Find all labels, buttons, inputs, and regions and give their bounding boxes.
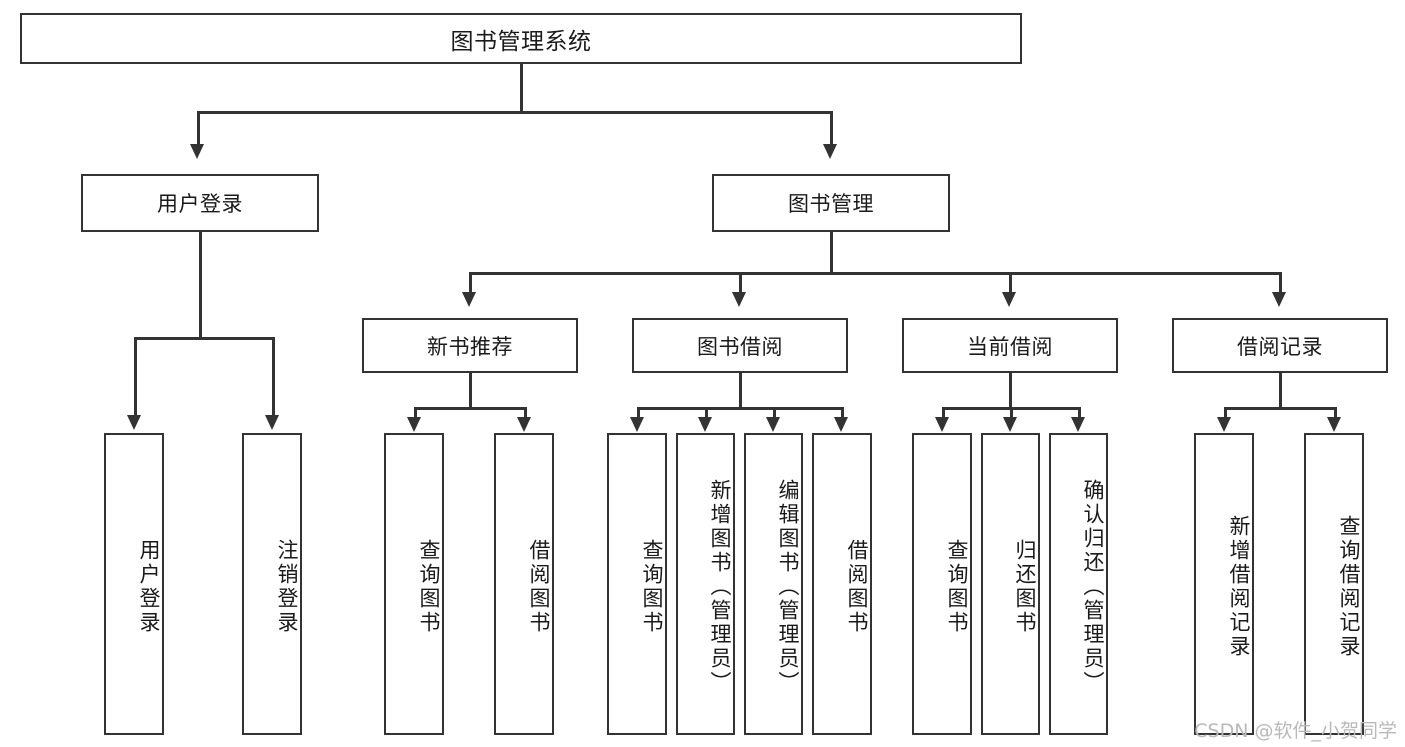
arrow-book-borrow-to-leaf-1 [630,417,644,432]
node-leaf-user-login[interactable]: 用户登录 [104,433,164,735]
connector-user-login-to-leaf-2 [272,337,275,417]
connector-user-login-bus [134,337,274,340]
connector-borrow-record-stem [1279,373,1282,407]
node-leaf-query-record[interactable]: 查询借阅记录 [1304,433,1364,735]
node-new-book-recommend[interactable]: 新书推荐 [362,318,578,373]
connector-book-borrow-to-leaf-1 [637,407,640,419]
connector-book-manage-to-new-book [469,272,472,294]
leaf-label: 归还图书 [1013,539,1037,635]
node-leaf-confirm-return[interactable]: 确认归还（管理员） [1049,433,1108,735]
node-leaf-borrow-book-1[interactable]: 借阅图书 [494,433,554,735]
node-leaf-query-book-3[interactable]: 查询图书 [912,433,972,735]
connector-new-book-to-leaf-2 [524,407,527,419]
node-leaf-query-book-1[interactable]: 查询图书 [384,433,444,735]
node-leaf-add-book[interactable]: 新增图书（管理员） [676,433,735,735]
arrow-current-borrow-to-leaf-3 [1071,417,1085,432]
connector-current-borrow-to-leaf-1 [942,407,945,419]
arrow-book-borrow-to-leaf-4 [834,417,848,432]
connector-borrow-record-to-leaf-2 [1334,407,1337,419]
arrow-new-book-to-leaf-1 [407,417,421,432]
leaf-label: 新增借阅记录 [1227,515,1251,659]
leaf-label: 编辑图书（管理员） [776,479,800,695]
connector-user-login-to-leaf-1 [134,337,137,417]
arrow-new-book-to-leaf-2 [517,417,531,432]
node-leaf-logout-login[interactable]: 注销登录 [242,433,302,735]
connector-new-book-to-leaf-1 [414,407,417,419]
arrow-book-manage-to-current-borrow [1002,292,1016,307]
leaf-label: 查询借阅记录 [1337,515,1361,659]
connector-book-manage-to-current-borrow [1009,272,1012,294]
connector-current-borrow-to-leaf-3 [1078,407,1081,419]
arrow-book-manage-to-book-borrow [732,292,746,307]
arrow-borrow-record-to-leaf-1 [1217,417,1231,432]
connector-current-borrow-stem [1009,373,1012,407]
leaf-label: 注销登录 [275,539,299,635]
connector-root-stem [520,64,523,111]
arrow-user-login-to-leaf-2 [265,415,279,430]
connector-book-borrow-to-leaf-4 [841,407,844,419]
connector-book-manage-to-borrow-record [1279,272,1282,294]
connector-book-borrow-stem [739,373,742,407]
node-leaf-query-book-2[interactable]: 查询图书 [607,433,667,735]
connector-book-manage-bus [469,272,1281,275]
arrow-root-to-book-manage [823,144,837,159]
arrow-book-manage-to-borrow-record [1272,292,1286,307]
leaf-label: 确认归还（管理员） [1081,479,1105,695]
node-current-borrow[interactable]: 当前借阅 [902,318,1118,373]
node-leaf-borrow-book-2[interactable]: 借阅图书 [812,433,872,735]
arrow-book-borrow-to-leaf-3 [766,417,780,432]
arrow-current-borrow-to-leaf-1 [935,417,949,432]
arrow-book-borrow-to-leaf-2 [698,417,712,432]
connector-book-borrow-to-leaf-2 [705,407,708,419]
arrow-borrow-record-to-leaf-2 [1327,417,1341,432]
watermark-text: CSDN @软件_小贺同学 [1194,720,1397,742]
arrow-user-login-to-leaf-1 [127,415,141,430]
leaf-label: 借阅图书 [845,539,869,635]
leaf-label: 查询图书 [945,539,969,635]
leaf-label: 查询图书 [640,539,664,635]
connector-borrow-record-to-leaf-1 [1224,407,1227,419]
arrow-book-manage-to-new-book [462,292,476,307]
connector-book-borrow-bus [637,407,843,410]
connector-new-book-stem [469,373,472,407]
connector-root-to-book-manage [830,111,833,146]
leaf-label: 借阅图书 [527,539,551,635]
leaf-label: 查询图书 [417,539,441,635]
connector-user-login-stem [199,232,202,337]
connector-current-borrow-to-leaf-2 [1010,407,1013,419]
leaf-label: 新增图书（管理员） [708,479,732,695]
connector-root-to-user-login [197,111,200,146]
node-book-management[interactable]: 图书管理 [712,174,950,232]
node-leaf-edit-book[interactable]: 编辑图书（管理员） [744,433,803,735]
node-borrow-record[interactable]: 借阅记录 [1172,318,1388,373]
arrow-root-to-user-login [190,144,204,159]
connector-root-bus [197,111,833,114]
connector-book-manage-to-book-borrow [739,272,742,294]
connector-book-manage-stem [830,232,833,272]
connector-borrow-record-bus [1224,407,1336,410]
node-book-borrow[interactable]: 图书借阅 [632,318,848,373]
connector-book-borrow-to-leaf-3 [773,407,776,419]
leaf-label: 用户登录 [137,539,161,635]
node-leaf-add-record[interactable]: 新增借阅记录 [1194,433,1254,735]
connector-new-book-bus [414,407,526,410]
node-leaf-return-book[interactable]: 归还图书 [981,433,1040,735]
node-root-book-management-system[interactable]: 图书管理系统 [20,13,1022,64]
node-user-login[interactable]: 用户登录 [81,174,319,232]
arrow-current-borrow-to-leaf-2 [1003,417,1017,432]
